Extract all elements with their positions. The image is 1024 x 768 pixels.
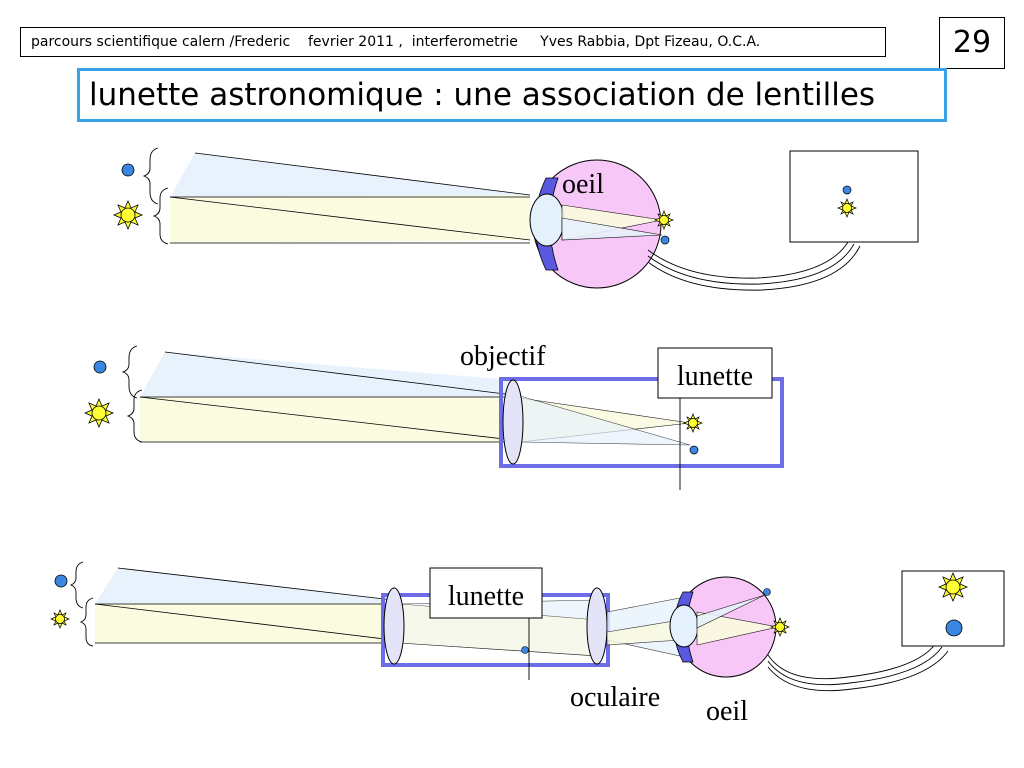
label-oculaire: oculaire bbox=[570, 682, 660, 713]
instrument-frame bbox=[499, 377, 784, 468]
brace bbox=[152, 187, 169, 245]
sun-icon bbox=[113, 200, 143, 230]
header-banner: parcours scientifique calern /Frederic f… bbox=[20, 27, 886, 57]
blue-star-icon bbox=[121, 163, 135, 177]
optic-nerve bbox=[647, 241, 861, 291]
section-objective: objectif lunette bbox=[84, 341, 784, 490]
label-lunette: lunette bbox=[677, 361, 753, 392]
blue-star-icon bbox=[93, 360, 107, 374]
slide-title: lunette astronomique : une association d… bbox=[77, 68, 947, 122]
lens-icon bbox=[502, 379, 524, 465]
screen-icon bbox=[789, 150, 919, 243]
sun-icon bbox=[50, 609, 70, 629]
blue-star-icon bbox=[945, 619, 963, 637]
brace bbox=[142, 147, 159, 205]
label-box bbox=[657, 347, 773, 399]
blue-star-icon bbox=[842, 185, 852, 195]
page-number: 29 bbox=[939, 17, 1005, 69]
yellow-beam bbox=[170, 195, 530, 243]
sun-icon bbox=[654, 210, 674, 230]
label-lunette: lunette bbox=[448, 581, 524, 612]
section-naked-eye: oeil bbox=[113, 147, 919, 291]
sun-icon bbox=[837, 198, 857, 218]
sun-icon bbox=[938, 572, 968, 602]
blue-star-icon bbox=[689, 445, 699, 455]
blue-star-icon bbox=[521, 646, 529, 654]
label-oeil: oeil bbox=[706, 696, 748, 727]
label-box bbox=[429, 567, 543, 619]
label-oeil: oeil bbox=[562, 169, 604, 200]
lens-icon bbox=[383, 587, 405, 665]
blue-star-icon bbox=[763, 588, 771, 596]
sun-icon bbox=[84, 398, 114, 428]
blue-star-icon bbox=[54, 574, 68, 588]
lens-icon bbox=[586, 587, 608, 665]
sun-icon bbox=[770, 617, 790, 637]
optic-nerve bbox=[767, 642, 949, 692]
blue-star-icon bbox=[660, 235, 670, 245]
section-telescope: lunette oculaire oeil bbox=[50, 561, 1005, 727]
sun-icon bbox=[683, 413, 703, 433]
label-objectif: objectif bbox=[460, 341, 546, 372]
